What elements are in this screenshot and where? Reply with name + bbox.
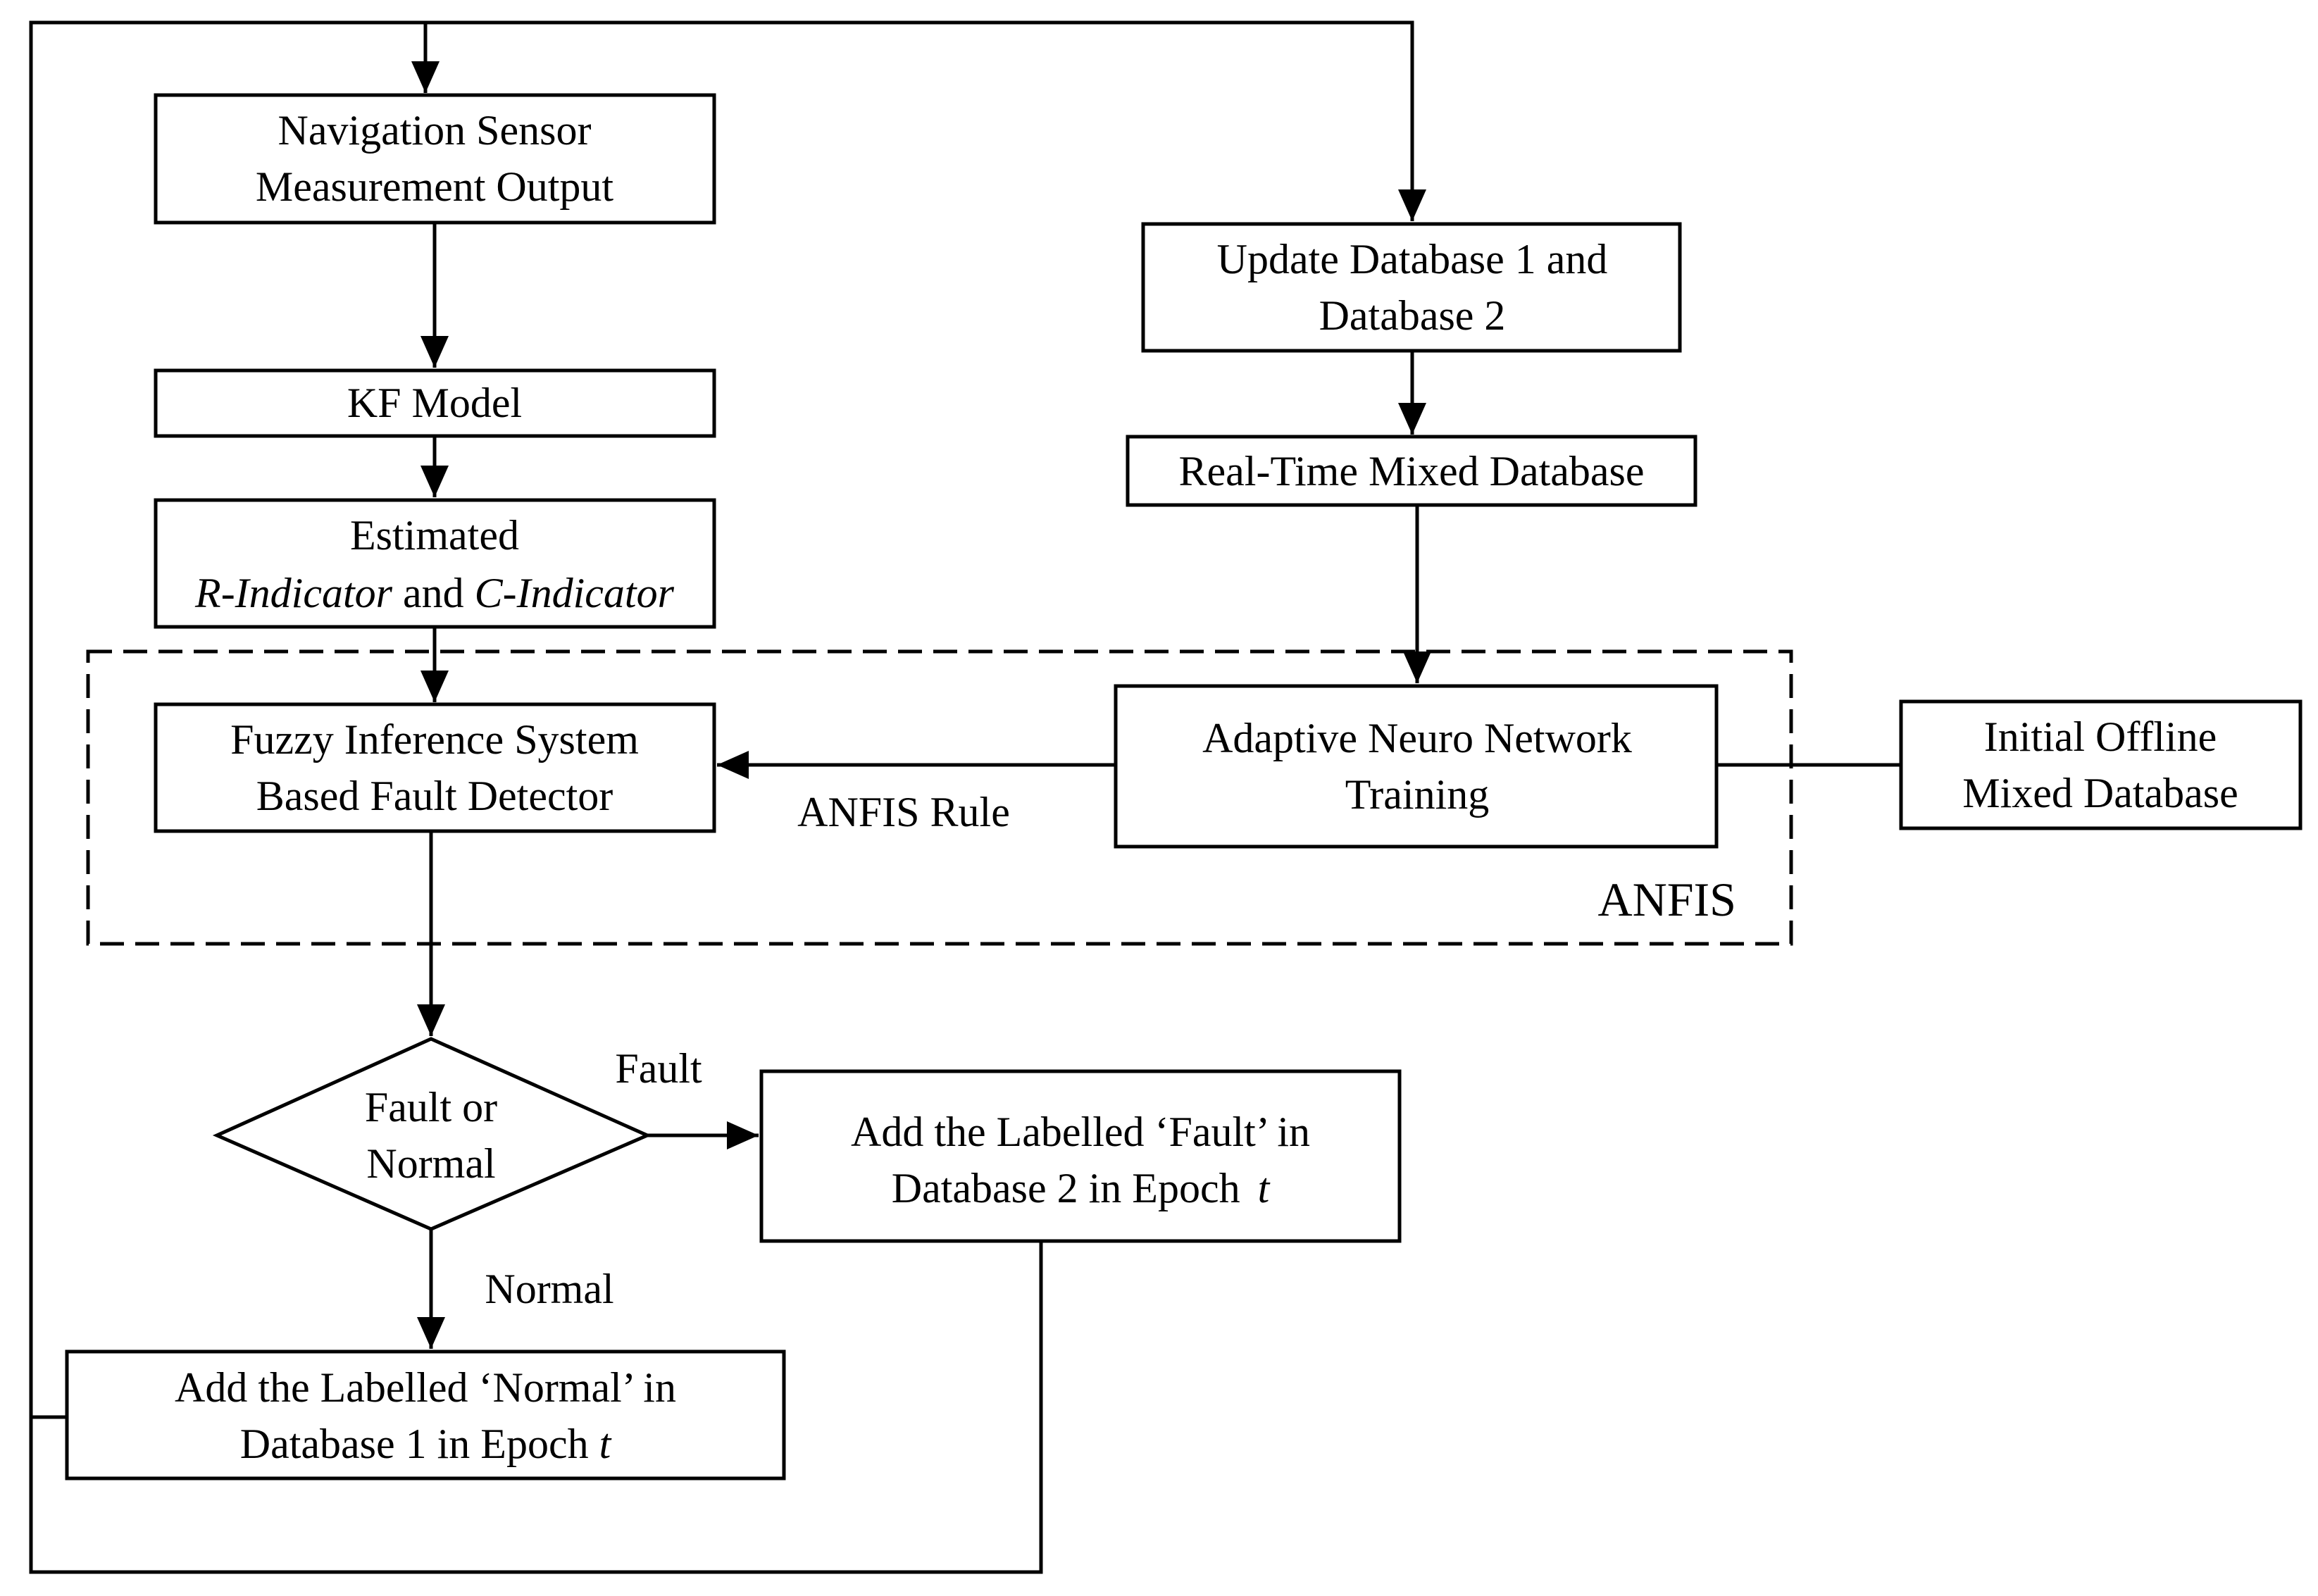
fuzzy-detector-line1: Fuzzy Inference System xyxy=(230,716,639,763)
update-database-box: Update Database 1 and Database 2 xyxy=(1141,222,1682,353)
add-normal-epoch-text: Database 1 in Epoch xyxy=(240,1421,599,1467)
anfis-rule-label: ANFIS Rule xyxy=(797,789,1010,835)
kf-model-box: KF Model xyxy=(154,368,716,438)
navigation-sensor-line1: Navigation Sensor xyxy=(278,107,592,154)
fuzzy-fault-detector-box: Fuzzy Inference System Based Fault Detec… xyxy=(154,702,716,833)
add-normal-line1: Add the Labelled ‘Normal’ in xyxy=(175,1364,676,1411)
offline-database-line1: Initial Offline xyxy=(1984,713,2217,760)
add-fault-line2: Database 2 in Epoch t xyxy=(892,1165,1271,1211)
navigation-sensor-line2: Measurement Output xyxy=(256,163,614,210)
fault-edge-label: Fault xyxy=(615,1045,702,1092)
navigation-sensor-box: Navigation Sensor Measurement Output xyxy=(154,93,716,225)
feedback-loop-line xyxy=(29,20,1426,1574)
fault-or-normal-decision: Fault or Normal xyxy=(212,1037,652,1231)
r-indicator-text: R-Indicator xyxy=(194,570,393,616)
fuzzy-detector-line2: Based Fault Detector xyxy=(256,773,613,819)
realtime-database-label: Real-Time Mixed Database xyxy=(1179,448,1645,494)
anfis-group-boundary xyxy=(86,649,1793,946)
c-indicator-text: C-Indicator xyxy=(475,570,675,616)
and-text: and xyxy=(392,570,475,616)
decision-line1: Fault or xyxy=(365,1084,497,1130)
update-database-line1: Update Database 1 and xyxy=(1217,236,1608,282)
add-fault-epoch-text: Database 2 in Epoch xyxy=(892,1165,1251,1211)
add-normal-box: Add the Labelled ‘Normal’ in Database 1 … xyxy=(65,1349,786,1480)
add-fault-line1: Add the Labelled ‘Fault’ in xyxy=(851,1109,1310,1155)
add-normal-line2: Database 1 in Epoch t xyxy=(240,1421,612,1467)
update-database-line2: Database 2 xyxy=(1319,292,1506,339)
kf-model-label: KF Model xyxy=(347,380,522,426)
estimated-indicators-box: Estimated R-Indicator and C-Indicator xyxy=(154,498,716,629)
connectors xyxy=(29,20,1901,1574)
normal-edge-label: Normal xyxy=(485,1266,613,1312)
add-fault-epoch-t: t xyxy=(1258,1165,1271,1211)
estimated-label-line1: Estimated xyxy=(350,512,519,559)
anfis-training-box: Adaptive Neuro Network Training xyxy=(1114,684,1719,849)
add-fault-box: Add the Labelled ‘Fault’ in Database 2 i… xyxy=(759,1069,1402,1243)
add-normal-epoch-t: t xyxy=(599,1421,612,1467)
estimated-label-line2: R-Indicator and C-Indicator xyxy=(194,570,675,616)
offline-mixed-database-box: Initial Offline Mixed Database xyxy=(1899,699,2303,830)
anfis-training-line1: Adaptive Neuro Network xyxy=(1202,715,1632,761)
anfis-group-label: ANFIS xyxy=(1598,873,1737,926)
offline-database-line2: Mixed Database xyxy=(1962,770,2238,816)
decision-line2: Normal xyxy=(366,1140,495,1187)
realtime-mixed-database-box: Real-Time Mixed Database xyxy=(1126,435,1697,507)
anfis-training-line2: Training xyxy=(1345,771,1490,818)
